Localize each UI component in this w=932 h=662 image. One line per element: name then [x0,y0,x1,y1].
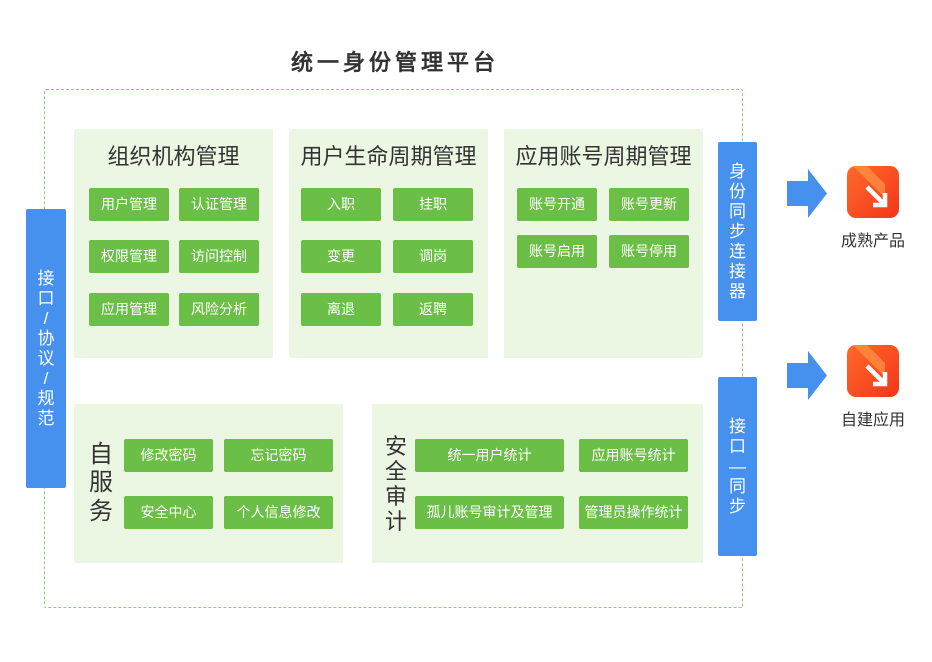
arrow-right-icon [787,351,827,400]
mature-product-label: 成熟产品 [840,233,905,250]
audit-item: 统一用户统计 [415,439,564,472]
account-item: 账号更新 [609,188,689,221]
self-service-item: 忘记密码 [224,439,333,472]
org-item: 风险分析 [179,293,259,326]
account-item: 账号停用 [609,235,689,268]
security-audit-title: 安全审计 [384,433,407,534]
lifecycle-item: 返聘 [393,293,473,326]
org-management-panel: 组织机构管理 用户管理 认证管理 权限管理 访问控制 应用管理 风险分析 [74,129,273,358]
interface-protocol-bar: 接口/协议/规范 [26,209,66,488]
custom-app-label: 自建应用 [840,412,905,429]
user-lifecycle-title: 用户生命周期管理 [300,144,477,169]
arrow-down-right-icon [847,166,899,218]
self-service-panel: 自服务 修改密码 忘记密码 安全中心 个人信息修改 [74,404,343,563]
audit-item: 孤儿账号审计及管理 [415,496,564,529]
identity-sync-connector-label: 身份同步连接器 [728,161,746,301]
org-item: 应用管理 [89,293,169,326]
account-lifecycle-title: 应用账号周期管理 [515,144,692,169]
interface-protocol-label: 接口/协议/规范 [37,268,55,428]
interface-sync-bar: 接口—同步 [718,377,757,556]
audit-item: 管理员操作统计 [579,496,688,529]
org-management-title: 组织机构管理 [107,144,240,169]
account-item: 账号启用 [517,235,597,268]
lifecycle-item: 变更 [301,240,381,273]
self-service-title-wrap: 自服务 [88,404,114,563]
identity-sync-connector-bar: 身份同步连接器 [718,142,757,321]
lifecycle-item: 入职 [301,188,381,221]
lifecycle-item: 离退 [301,293,381,326]
arrow-down-right-icon [847,345,899,397]
lifecycle-item: 挂职 [393,188,473,221]
account-lifecycle-panel: 应用账号周期管理 账号开通 账号更新 账号启用 账号停用 [504,129,703,358]
interface-sync-label: 接口—同步 [728,416,746,516]
org-item: 访问控制 [179,240,259,273]
security-audit-title-wrap: 安全审计 [383,404,409,563]
account-item: 账号开通 [517,188,597,221]
diagram-title: 统一身份管理平台 [290,50,499,75]
self-service-item: 个人信息修改 [224,496,333,529]
org-item: 权限管理 [89,240,169,273]
self-service-title: 自服务 [89,440,113,525]
org-item: 认证管理 [179,188,259,221]
self-service-item: 修改密码 [124,439,213,472]
org-item: 用户管理 [89,188,169,221]
arrow-right-icon [787,169,827,218]
security-audit-panel: 安全审计 统一用户统计 应用账号统计 孤儿账号审计及管理 管理员操作统计 [372,404,703,563]
user-lifecycle-panel: 用户生命周期管理 入职 挂职 变更 调岗 离退 返聘 [289,129,488,358]
audit-item: 应用账号统计 [579,439,688,472]
lifecycle-item: 调岗 [393,240,473,273]
self-service-item: 安全中心 [124,496,213,529]
